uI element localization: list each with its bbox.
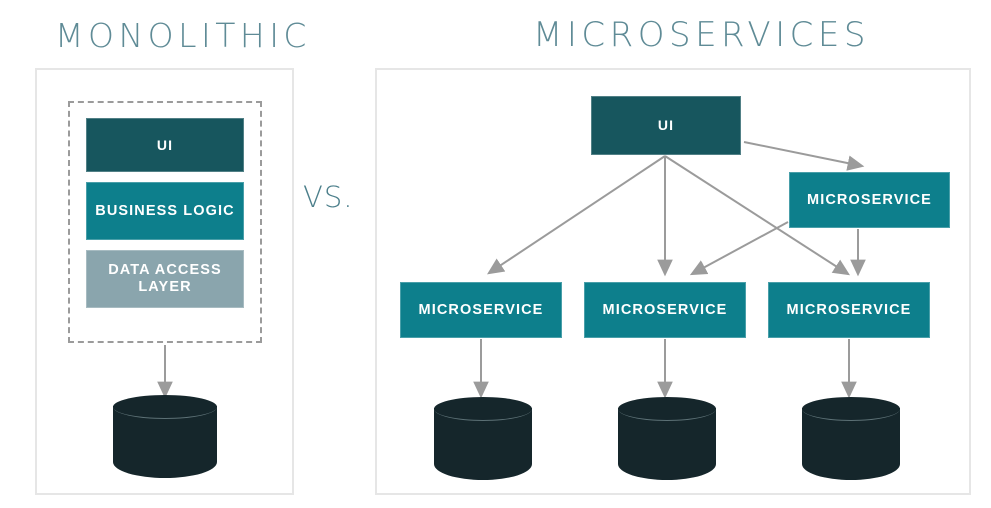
database-cylinder-2 (618, 397, 716, 481)
database-top-ellipse (802, 397, 900, 421)
database-cylinder-monolith (113, 395, 217, 481)
monolith-layer-ui[interactable]: UI (86, 118, 244, 172)
monolith-boundary-dashed (68, 101, 262, 343)
database-cylinder-1 (434, 397, 532, 481)
database-top-ellipse (113, 395, 217, 419)
database-top-ellipse (618, 397, 716, 421)
microservices-ui-box[interactable]: UI (591, 96, 741, 155)
microservice-box-3[interactable]: MICROSERVICE (768, 282, 930, 338)
page-title-monolithic: MONOLITHIC (55, 16, 311, 55)
microservice-box-1[interactable]: MICROSERVICE (400, 282, 562, 338)
versus-label: VS. (303, 180, 354, 214)
microservice-box-2[interactable]: MICROSERVICE (584, 282, 746, 338)
database-cylinder-3 (802, 397, 900, 481)
database-top-ellipse (434, 397, 532, 421)
monolith-layer-business-logic[interactable]: BUSINESS LOGIC (86, 182, 244, 240)
page-title-microservices: MICROSERVICES (533, 15, 870, 55)
monolith-layer-data-access[interactable]: DATA ACCESS LAYER (86, 250, 244, 308)
microservice-box-right[interactable]: MICROSERVICE (789, 172, 950, 228)
